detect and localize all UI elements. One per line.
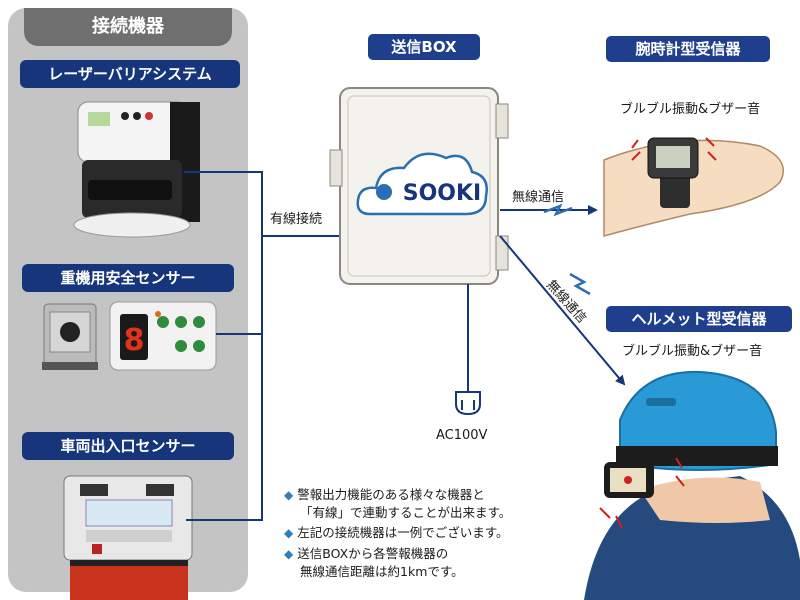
transmitter-box-title: 送信BOX <box>368 34 480 60</box>
diamond-bullet-icon: ◆ <box>284 488 294 502</box>
wired-connection-label: 有線接続 <box>270 212 323 227</box>
connected-devices-title: 接続機器 <box>24 8 232 46</box>
note-item: ◆送信BOXから各警報機器の 無線通信距離は約1kmです。 <box>284 545 584 580</box>
note-item: ◆警報出力機能のある様々な機器と 「有線」で連動することが出来ます。 <box>284 486 584 521</box>
brand-logo-text: SOOKI <box>403 181 481 206</box>
helmet-receiver-caption: ブルブル振動&ブザー音 <box>622 344 763 359</box>
laser-barrier-device-image <box>73 101 200 238</box>
note-line: ◆送信BOXから各警報機器の <box>284 546 449 561</box>
notes-list: ◆警報出力機能のある様々な機器と 「有線」で連動することが出来ます。 ◆左記の接… <box>284 486 584 580</box>
note-line: 無線通信距離は約1kmです。 <box>300 564 464 579</box>
sensor-digit-display: 8 <box>124 323 145 358</box>
device-label-laser-barrier: レーザーバリアシステム <box>20 60 240 88</box>
diamond-bullet-icon: ◆ <box>284 526 294 540</box>
vehicle-gate-sensor-image <box>63 475 193 600</box>
device-label-heavy-machine-sensor: 重機用安全センサー <box>22 264 234 292</box>
watch-receiver-caption: ブルブル振動&ブザー音 <box>620 102 761 117</box>
wire-bus <box>184 171 263 521</box>
wireless-signal-icon-helmet <box>569 272 591 296</box>
watch-receiver-title: 腕時計型受信器 <box>606 36 770 62</box>
note-line: 「有線」で連動することが出来ます。 <box>300 505 512 520</box>
wireless-signal-icon-watch <box>543 203 573 217</box>
diamond-bullet-icon: ◆ <box>284 547 294 561</box>
watch-receiver-image <box>603 137 784 237</box>
power-plug-icon <box>455 391 481 416</box>
wireless-label-helmet: 無線通信 <box>543 277 590 326</box>
heavy-machine-sensor-image <box>42 301 217 371</box>
wireless-label-watch: 無線通信 <box>512 190 565 205</box>
note-item: ◆左記の接続機器は一例でございます。 <box>284 524 584 542</box>
note-line: ◆警報出力機能のある様々な機器と <box>284 487 485 502</box>
power-label: AC100V <box>436 428 488 443</box>
device-label-vehicle-gate-sensor: 車両出入口センサー <box>22 432 234 460</box>
helmet-receiver-title: ヘルメット型受信器 <box>606 306 792 332</box>
wireless-arrow-helmet <box>499 235 626 386</box>
transmitter-box <box>329 87 509 285</box>
note-line: ◆左記の接続機器は一例でございます。 <box>284 525 509 540</box>
helmet-receiver-image <box>584 370 800 600</box>
